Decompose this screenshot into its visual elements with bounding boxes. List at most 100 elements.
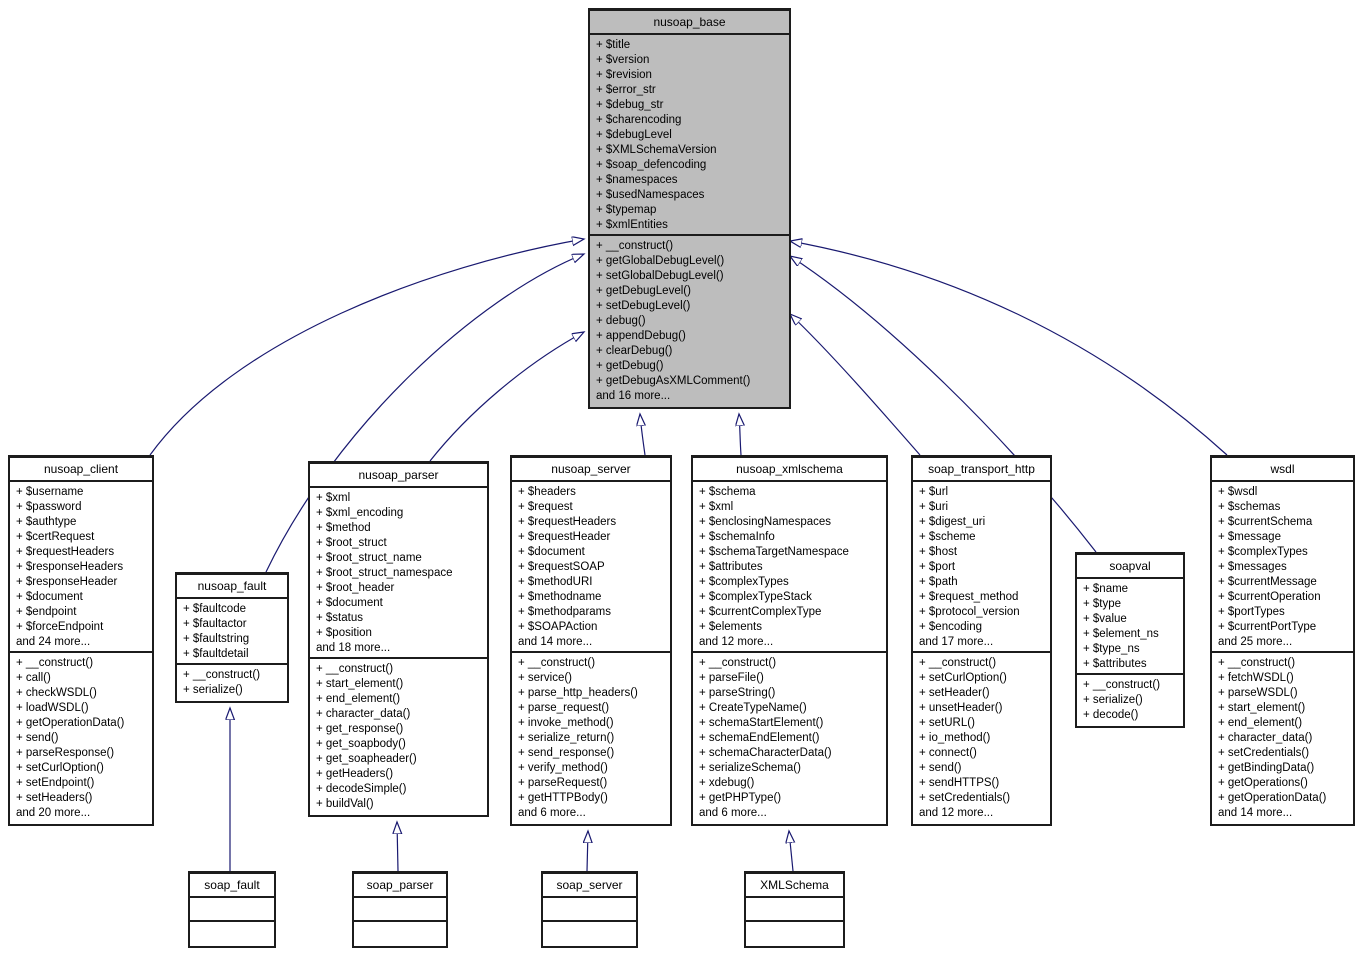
class-node-soap_fault[interactable]: soap_fault <box>188 871 276 948</box>
class-node-nusoap_client[interactable]: nusoap_client + $username+ $password+ $a… <box>8 455 154 826</box>
member-row: + getOperationData() <box>1218 792 1327 804</box>
member-row: + $debugLevel <box>596 129 672 141</box>
member-row: + call() <box>16 672 51 684</box>
member-row: + xdebug() <box>699 777 755 789</box>
member-row: + getDebugLevel() <box>596 285 691 297</box>
member-row: + get_response() <box>316 723 404 735</box>
member-row: + setCurlOption() <box>16 762 104 774</box>
attributes-compartment: + $name+ $type+ $value+ $element_ns+ $ty… <box>1077 579 1183 675</box>
member-row: + getHeaders() <box>316 768 394 780</box>
member-row: + parseFile() <box>699 672 764 684</box>
class-title: nusoap_base <box>590 11 789 35</box>
member-row: + $schemaInfo <box>699 531 775 543</box>
member-row: + serialize_return() <box>518 732 615 744</box>
inheritance-edge-soapval-to-nusoap_base <box>790 256 1097 553</box>
inheritance-edge-nusoap_parser-to-nusoap_base <box>429 332 584 462</box>
member-row: + get_soapheader() <box>316 753 417 765</box>
member-row: + get_soapbody() <box>316 738 406 750</box>
member-row: + $currentMessage <box>1218 576 1317 588</box>
member-row: + send() <box>16 732 59 744</box>
member-row: + $schema <box>699 486 756 498</box>
member-row: + $requestHeaders <box>16 546 115 558</box>
class-node-nusoap_fault[interactable]: nusoap_fault + $faultcode+ $faultactor+ … <box>175 572 289 703</box>
class-title: soapval <box>1077 555 1183 579</box>
member-row: + parseWSDL() <box>1218 687 1298 699</box>
class-node-XMLSchema[interactable]: XMLSchema <box>744 871 845 948</box>
class-node-soapval[interactable]: soapval + $name+ $type+ $value+ $element… <box>1075 552 1185 728</box>
class-node-soap_server[interactable]: soap_server <box>541 871 638 948</box>
member-row: + $complexTypes <box>1218 546 1308 558</box>
member-row: + $usedNamespaces <box>596 189 705 201</box>
member-row: + $enclosingNamespaces <box>699 516 832 528</box>
member-row: + $portTypes <box>1218 606 1285 618</box>
member-row: + $request_method <box>919 591 1019 603</box>
member-row: + $currentComplexType <box>699 606 822 618</box>
methods-compartment: + __construct()+ service()+ parse_http_h… <box>512 653 670 824</box>
class-node-nusoap_base[interactable]: nusoap_base + $title+ $version+ $revisio… <box>588 8 791 409</box>
methods-compartment <box>543 922 636 946</box>
member-row: + loadWSDL() <box>16 702 89 714</box>
member-row: + getPHPType() <box>699 792 782 804</box>
attributes-compartment: + $wsdl+ $schemas+ $currentSchema+ $mess… <box>1212 482 1353 653</box>
member-row: + setCurlOption() <box>919 672 1007 684</box>
class-title: nusoap_xmlschema <box>693 458 886 482</box>
methods-compartment: + __construct()+ parseFile()+ parseStrin… <box>693 653 886 824</box>
member-row: + checkWSDL() <box>16 687 97 699</box>
member-row: and 17 more... <box>919 636 994 648</box>
member-row: and 6 more... <box>699 807 767 819</box>
class-node-nusoap_parser[interactable]: nusoap_parser + $xml+ $xml_encoding+ $me… <box>308 461 489 817</box>
member-row: + $methodURI <box>518 576 593 588</box>
member-row: + $faultactor <box>183 618 247 630</box>
member-row: + $error_str <box>596 84 656 96</box>
member-row: + $username <box>16 486 84 498</box>
member-row: + $charencoding <box>596 114 682 126</box>
member-row: + parseResponse() <box>16 747 115 759</box>
inheritance-edge-nusoap_client-to-nusoap_base <box>149 239 584 456</box>
member-row: + start_element() <box>316 678 404 690</box>
member-row: + $type <box>1083 598 1122 610</box>
member-row: + $namespaces <box>596 174 678 186</box>
class-node-soap_parser[interactable]: soap_parser <box>352 871 448 948</box>
member-row: + appendDebug() <box>596 330 686 342</box>
member-row: + $encoding <box>919 621 982 633</box>
member-row: + decodeSimple() <box>316 783 407 795</box>
class-title: XMLSchema <box>746 874 843 898</box>
member-row: and 14 more... <box>1218 807 1293 819</box>
methods-compartment: + __construct()+ serialize()+ decode() <box>1077 675 1183 726</box>
member-row: + send_response() <box>518 747 615 759</box>
member-row: + $xmlEntities <box>596 219 668 231</box>
inheritance-edge-soap_server-to-nusoap_server <box>587 831 588 872</box>
member-row: + __construct() <box>1218 657 1296 669</box>
class-node-soap_transport_http[interactable]: soap_transport_http + $url+ $uri+ $diges… <box>911 455 1052 826</box>
attributes-compartment <box>190 898 274 922</box>
member-row: + $methodname <box>518 591 602 603</box>
member-row: + schemaEndElement() <box>699 732 820 744</box>
class-title: soap_parser <box>354 874 446 898</box>
member-row: + decode() <box>1083 709 1139 721</box>
member-row: + parse_http_headers() <box>518 687 638 699</box>
member-row: + $authtype <box>16 516 77 528</box>
member-row: + $currentSchema <box>1218 516 1313 528</box>
member-row: + $forceEndpoint <box>16 621 104 633</box>
member-row: + $document <box>16 591 83 603</box>
class-node-wsdl[interactable]: wsdl + $wsdl+ $schemas+ $currentSchema+ … <box>1210 455 1355 826</box>
member-row: + CreateTypeName() <box>699 702 807 714</box>
member-row: + $requestHeaders <box>518 516 617 528</box>
member-row: + parseString() <box>699 687 776 699</box>
member-row: + unsetHeader() <box>919 702 1003 714</box>
member-row: + $digest_uri <box>919 516 986 528</box>
inheritance-edge-nusoap_fault-to-nusoap_base <box>265 254 584 573</box>
member-row: + $attributes <box>1083 658 1147 670</box>
member-row: + $request <box>518 501 573 513</box>
attributes-compartment: + $schema+ $xml+ $enclosingNamespaces+ $… <box>693 482 886 653</box>
member-row: + fetchWSDL() <box>1218 672 1294 684</box>
member-row: and 16 more... <box>596 390 671 402</box>
member-row: + $requestSOAP <box>518 561 605 573</box>
class-node-nusoap_xmlschema[interactable]: nusoap_xmlschema + $schema+ $xml+ $enclo… <box>691 455 888 826</box>
member-row: + end_element() <box>1218 717 1303 729</box>
class-node-nusoap_server[interactable]: nusoap_server + $headers+ $request+ $req… <box>510 455 672 826</box>
inheritance-edge-wsdl-to-nusoap_base <box>790 241 1228 456</box>
member-row: + setGlobalDebugLevel() <box>596 270 724 282</box>
member-row: + $status <box>316 612 363 624</box>
